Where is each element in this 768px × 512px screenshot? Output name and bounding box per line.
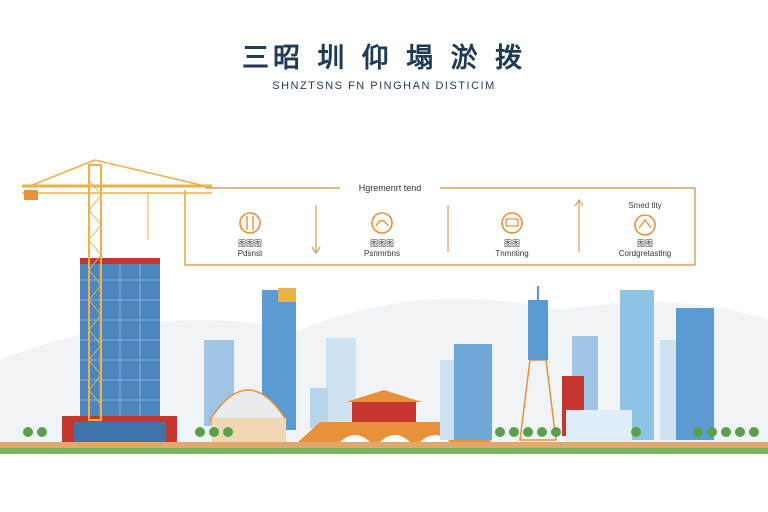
page-subtitle: SHNZTSNS FN PINGHAN DISTICIM [272,80,496,92]
house-icon [634,214,656,236]
panel-item-4: 图图 Cordgretasting [619,214,671,258]
item-label: Tnmnting [495,249,528,258]
page-title: 三昭 圳 仰 塌 淤 拨 [242,43,526,74]
item-label-top: 图图图 [238,239,262,248]
item-label: Psnmrbns [364,249,400,258]
ground-strip [0,442,768,448]
tv-tower [519,286,557,441]
hand-icon [371,212,393,234]
pavilion [352,400,416,422]
building [310,388,328,428]
building [660,340,678,440]
ground-grass [0,448,768,454]
panel-item-2: 图图图 Psnmrbns [364,212,400,258]
building [676,308,714,440]
dome-building [208,389,288,421]
building [566,410,632,442]
panel-heading: Hgremenrt tend [359,183,422,193]
trees [23,427,759,437]
item-label-top: 图图 [637,239,653,248]
crane [22,159,212,421]
panel-corner-label: Smed tlty [628,201,661,210]
item-label-top: 图图 [504,239,520,248]
panel-item-1: 图图图 Pdsnst [238,212,263,258]
item-label-top: 图图图 [370,239,394,248]
building [454,344,492,440]
spoon-icon [239,212,261,234]
panel-item-3: 图图 Tnmnting [495,212,529,258]
info-panel: Hgremenrt tend Smed tlty 图图图 Pdsnst 图图图 … [184,183,696,266]
left-tower [80,258,160,420]
book-icon [501,212,523,234]
building [440,360,454,440]
crane-counterweight [24,190,38,200]
item-label: Cordgretasting [619,249,671,258]
item-label: Pdsnst [238,249,263,258]
building [326,338,356,428]
